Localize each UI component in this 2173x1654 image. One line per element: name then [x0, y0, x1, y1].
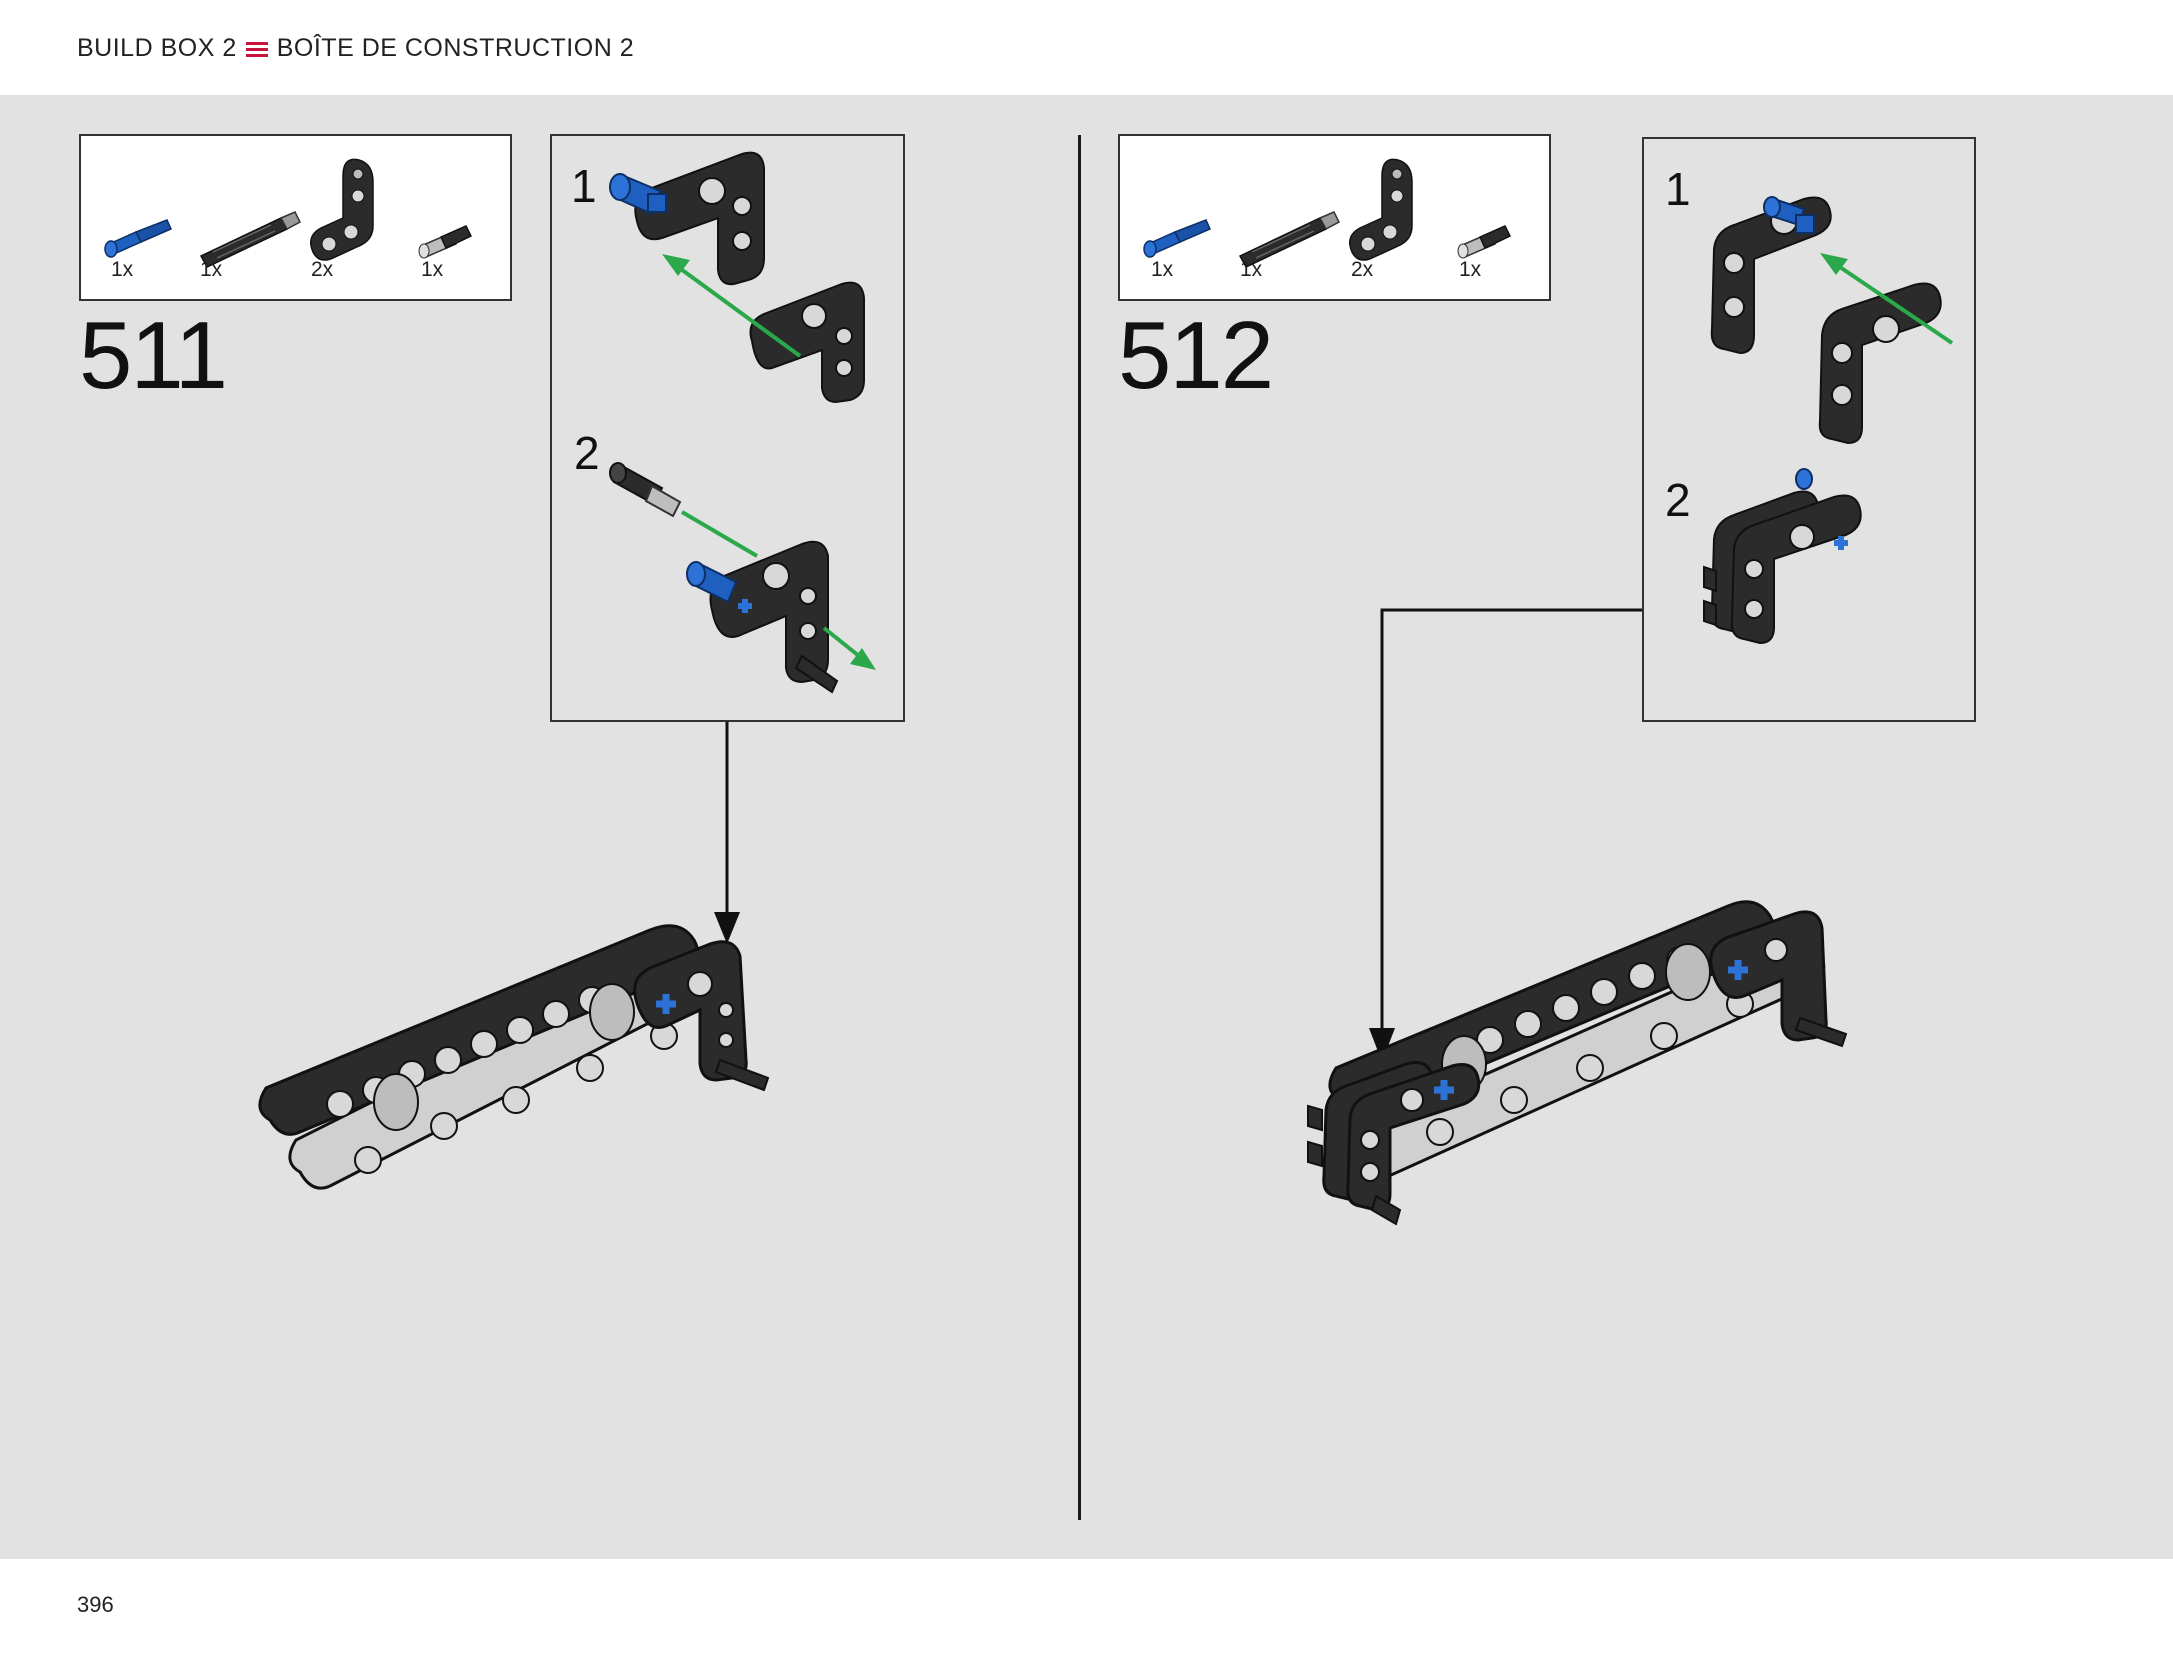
blue-axle-pin-icon — [1763, 196, 1815, 234]
black-axle-icon — [199, 211, 301, 268]
beam-assembly-511 — [258, 924, 770, 1190]
header-title-en: BUILD BOX 2 — [77, 34, 237, 62]
green-arrow-icon — [1820, 253, 1954, 345]
step-number: 512 — [1118, 302, 1274, 409]
blue-axle-pin-icon — [1143, 219, 1211, 258]
page-number: 396 — [77, 1592, 114, 1617]
step-number: 511 — [79, 302, 228, 409]
black-pin-icon — [418, 225, 473, 259]
blue-axle-pin-icon — [104, 219, 172, 258]
part-qty: 2x — [1351, 258, 1374, 281]
black-pin-icon — [609, 462, 682, 518]
header-title: BUILD BOX 2 BOÎTE DE CONSTRUCTION 2 — [77, 34, 634, 63]
blue-axle-pin-icon — [686, 561, 752, 613]
blue-axle-pin-icon — [609, 173, 667, 216]
black-angled-beam-icon — [310, 158, 374, 261]
part-qty: 1x — [1151, 258, 1174, 281]
substep-number: 1 — [571, 160, 597, 212]
part-qty: 1x — [1459, 258, 1482, 281]
part-qty: 2x — [311, 258, 334, 281]
parts-list-511: 1x 1x 2x 1x — [79, 134, 512, 301]
callout-arrow — [1369, 608, 1642, 1062]
beam-axle-assembly — [609, 462, 876, 694]
substep-number: 1 — [1665, 163, 1691, 215]
black-angled-beam-icon — [1349, 158, 1413, 261]
angled-beam-assembly — [609, 151, 865, 404]
part-qty: 1x — [421, 258, 444, 281]
part-qty: 1x — [111, 258, 134, 281]
callout-arrow — [714, 722, 740, 944]
black-axle-icon — [1238, 211, 1340, 268]
step-divider — [1078, 135, 1081, 1520]
beam-assembly-512 — [1307, 900, 1848, 1226]
angled-beam-assembly — [1710, 196, 1954, 445]
part-qty: 1x — [200, 258, 223, 281]
header-title-fr: BOÎTE DE CONSTRUCTION 2 — [276, 34, 635, 62]
green-arrow-icon — [662, 254, 802, 358]
substep-callout-511: 1 2 — [550, 134, 905, 722]
page-footer — [0, 1559, 2173, 1654]
substep-number: 2 — [574, 427, 600, 479]
double-beam-assembly — [1703, 468, 1862, 645]
green-arrow-icon — [822, 626, 876, 670]
substep-callout-512: 1 2 — [1642, 137, 1976, 722]
black-pin-icon — [1457, 225, 1512, 259]
green-arrow-icon — [680, 510, 759, 558]
triple-bar-icon — [245, 41, 268, 57]
substep-number: 2 — [1665, 474, 1691, 526]
page-header: BUILD BOX 2 BOÎTE DE CONSTRUCTION 2 — [0, 0, 2173, 95]
parts-list-512: 1x 1x 2x 1x — [1118, 134, 1551, 301]
part-qty: 1x — [1240, 258, 1263, 281]
